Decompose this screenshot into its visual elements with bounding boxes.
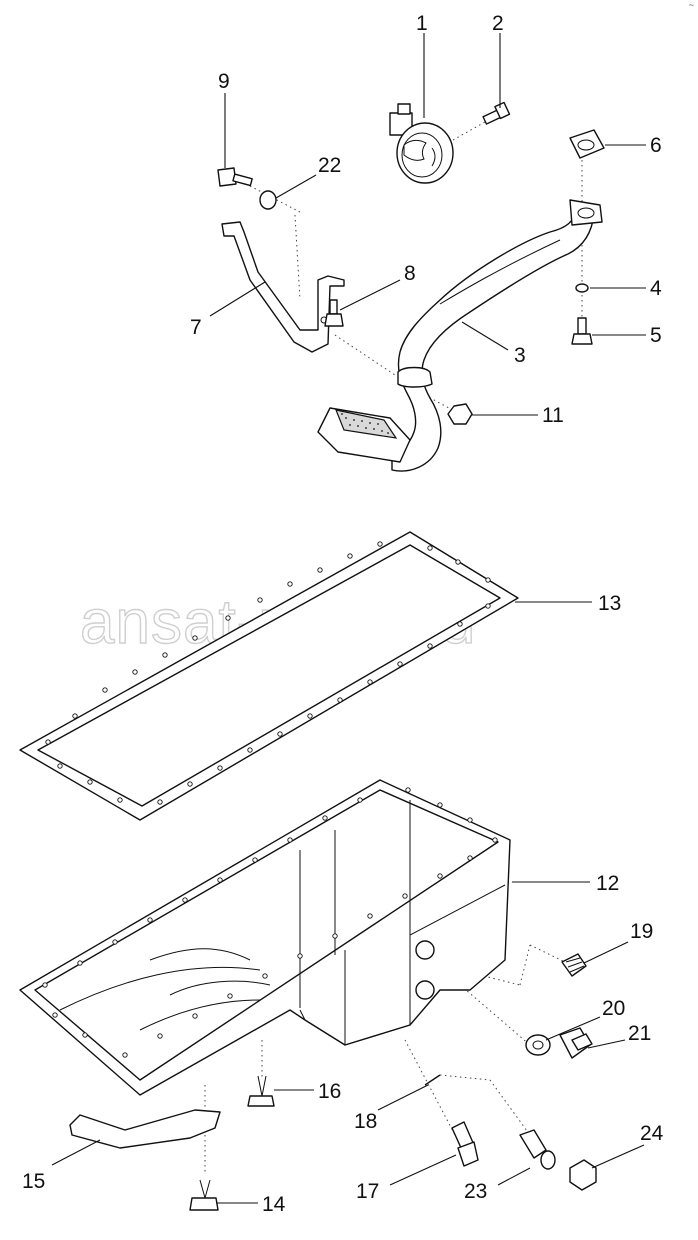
callout-2: 2 — [492, 12, 504, 35]
callout-4: 4 — [650, 277, 662, 300]
callout-5: 5 — [650, 324, 662, 347]
callout-16: 16 — [318, 1080, 341, 1103]
callout-18: 18 — [354, 1110, 377, 1133]
part-18-tube — [424, 1074, 441, 1086]
callout-8: 8 — [404, 262, 416, 285]
part-19-plug — [561, 953, 587, 977]
part-20-washer — [525, 1034, 551, 1056]
callout-17: 17 — [356, 1180, 379, 1203]
callout-23: 23 — [464, 1180, 487, 1203]
part-9-bolt — [217, 167, 253, 187]
part-2-bolt — [482, 101, 511, 125]
callout-11: 11 — [542, 404, 564, 427]
part-17-fitting — [451, 1121, 479, 1167]
part-6-gasket — [569, 129, 605, 159]
callout-7: 7 — [190, 316, 202, 339]
callout-21: 21 — [628, 1022, 651, 1045]
callout-22: 22 — [318, 154, 341, 177]
part-14-screw — [189, 1179, 219, 1211]
callout-1: 1 — [416, 12, 428, 35]
part-3-suction-pipe — [317, 199, 603, 472]
callout-19: 19 — [630, 920, 653, 943]
part-5-bolt — [571, 317, 593, 345]
part-21-drain-plug — [559, 1027, 593, 1059]
part-4-washer — [575, 283, 589, 293]
part-1-pump — [389, 103, 454, 184]
callout-9: 9 — [218, 70, 230, 93]
page-mark: ~ — [688, 0, 694, 10]
part-23-elbow — [519, 1129, 556, 1170]
callout-24: 24 — [640, 1122, 664, 1145]
part-12-oil-pan — [19, 779, 511, 1096]
callout-12: 12 — [596, 872, 619, 895]
part-24-cap-nut — [569, 1159, 597, 1191]
callouts: 1 2 3 4 5 6 7 8 9 11 12 13 14 15 16 17 1… — [22, 12, 664, 1216]
part-13-gasket — [19, 531, 519, 821]
part-15-bracket — [69, 1109, 221, 1149]
part-8-bolt — [324, 299, 344, 327]
callout-13: 13 — [598, 592, 621, 615]
part-11-nut — [447, 403, 473, 425]
callout-20: 20 — [602, 997, 625, 1020]
part-22-washer — [259, 190, 277, 210]
part-16-screw — [247, 1075, 275, 1107]
leader-lines — [51, 33, 646, 1204]
callout-14: 14 — [262, 1193, 286, 1216]
callout-6: 6 — [650, 134, 662, 157]
part-7-bracket — [221, 221, 345, 353]
callout-3: 3 — [514, 344, 526, 367]
callout-15: 15 — [22, 1170, 45, 1193]
